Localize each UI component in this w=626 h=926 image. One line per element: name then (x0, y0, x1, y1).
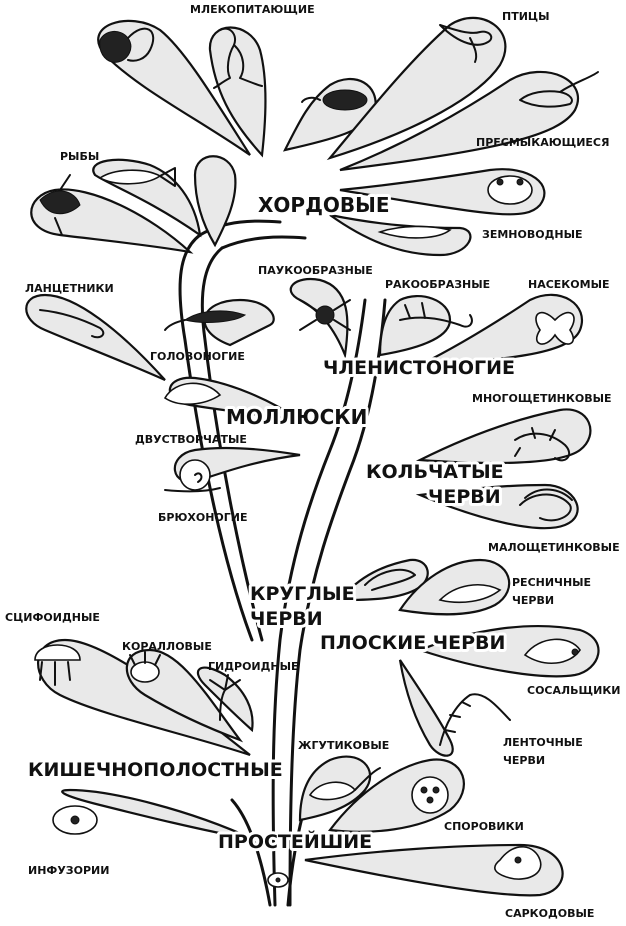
amoeba-icon (494, 846, 542, 880)
label-arachnids: ПАУКООБРАЗНЫЕ (258, 264, 373, 277)
bird-icon (439, 24, 493, 63)
squirrel-icon (99, 27, 155, 63)
label-turbellaria-2: ЧЕРВИ (512, 594, 554, 607)
label-tapeworms-2: ЧЕРВИ (503, 754, 545, 767)
fish-icon (98, 167, 176, 187)
leaf-reptiles (339, 70, 579, 172)
leaf-mammals-1 (97, 19, 251, 156)
group-annelids-2: ЧЕРВИ (428, 486, 501, 508)
group-mollusks: МОЛЛЮСКИ (226, 405, 367, 429)
group-arthropods: ЧЛЕНИСТОНОГИЕ (323, 357, 515, 379)
label-flagellates: ЖГУТИКОВЫЕ (298, 739, 389, 752)
group-roundworms-1: КРУГЛЫЕ (250, 583, 355, 605)
label-reptiles: ПРЕСМЫКАЮЩИЕСЯ (476, 136, 609, 149)
lancelet-icon (39, 309, 105, 339)
label-cephalopods: ГОЛОВОНОГИЕ (150, 350, 245, 363)
angelfish-icon (39, 174, 81, 236)
fluke-icon (523, 638, 581, 665)
label-insects: НАСЕКОМЫЕ (528, 278, 610, 291)
clam-icon (163, 382, 222, 405)
label-tapeworms-1: ЛЕНТОЧНЫЕ (503, 736, 583, 749)
kangaroo-icon (213, 27, 263, 89)
label-mammals: МЛЕКОПИТАЮЩИЕ (190, 3, 315, 16)
label-polychaetes: МНОГОЩЕТИНКОВЫЕ (472, 392, 612, 405)
butterfly-icon (535, 311, 575, 345)
root-cell-icon (267, 872, 289, 888)
leaf-crustaceans (378, 295, 452, 357)
leaf-ciliates (61, 788, 256, 842)
crayfish-icon (399, 302, 473, 328)
tapeworm-icon (439, 693, 511, 746)
label-hydroids: ГИДРОИДНЫЕ (208, 660, 299, 673)
label-sporozoa: СПОРОВИКИ (444, 820, 524, 833)
euglena-icon (308, 767, 381, 801)
sporozoan-icon (411, 776, 449, 814)
roundworm-icon (364, 568, 416, 591)
label-sarcodina: САРКОДОВЫЕ (505, 907, 594, 920)
label-birds: ПТИЦЫ (502, 10, 550, 23)
label-amphibians: ЗЕМНОВОДНЫЕ (482, 228, 582, 241)
snail-icon (164, 459, 221, 493)
group-roundworms-2: ЧЕРВИ (250, 608, 323, 630)
leaf-tapeworms (398, 659, 454, 757)
hydra-icon (209, 674, 241, 721)
planaria-icon (438, 584, 502, 604)
leaf-birds (326, 16, 507, 161)
polychaete-icon (514, 427, 571, 462)
group-flatworms: ПЛОСКИЕ ЧЕРВИ (320, 632, 505, 654)
leaf-turbellaria (398, 558, 511, 616)
label-turbellaria-1: РЕСНИЧНЫЕ (512, 576, 591, 589)
label-bivalves: ДВУСТВОРЧАТЫЕ (135, 433, 247, 446)
paramecium-icon (52, 805, 98, 835)
leaf-hydroids (196, 666, 254, 733)
label-corals: КОРАЛЛОВЫЕ (122, 640, 212, 653)
label-lancelets: ЛАНЦЕТНИКИ (25, 282, 114, 295)
label-fish: РЫБЫ (60, 150, 99, 163)
leaf-polychaetes (415, 408, 592, 465)
label-crustaceans: РАКООБРАЗНЫЕ (385, 278, 490, 291)
arowana-icon (377, 225, 452, 239)
label-flukes: СОСАЛЬЩИКИ (527, 684, 621, 697)
leaf-sarcodina (304, 843, 564, 897)
label-ciliates: ИНФУЗОРИИ (28, 864, 109, 877)
spider-icon (299, 299, 351, 331)
platypus-icon (301, 89, 368, 111)
group-chordates: ХОРДОВЫЕ (258, 193, 390, 217)
coral-icon (129, 651, 161, 683)
group-protozoa: ПРОСТЕЙШИЕ (218, 830, 372, 853)
leaf-mammals-2 (208, 26, 267, 158)
label-scyphozoa: СЦИФОИДНЫЕ (5, 611, 100, 624)
group-annelids-1: КОЛЬЧАТЫЕ (366, 461, 504, 483)
earthworm-icon (519, 488, 573, 522)
jellyfish-icon (34, 644, 81, 686)
label-oligochaetes: МАЛОЩЕТИНКОВЫЕ (488, 541, 620, 554)
group-cnidarians: КИШЕЧНОПОЛОСТНЫЕ (28, 759, 283, 781)
squid-icon (164, 310, 247, 331)
frog-icon (487, 175, 533, 205)
leaf-fish-3 (193, 155, 237, 248)
lizard-icon (519, 71, 599, 108)
label-gastropods: БРЮХОНОГИЕ (158, 511, 247, 524)
